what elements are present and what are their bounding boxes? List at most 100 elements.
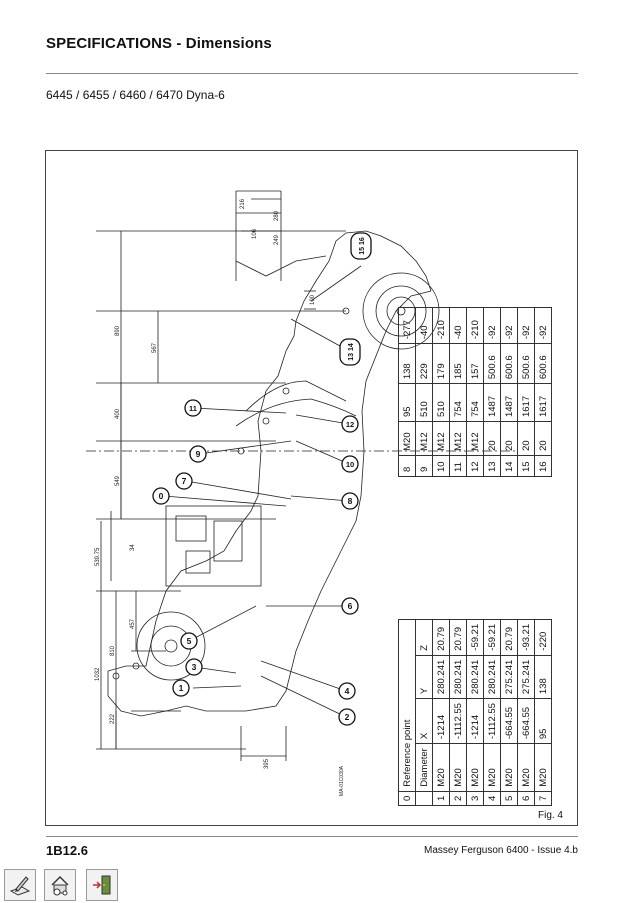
table-cell: M20 — [483, 743, 501, 792]
svg-text:4: 4 — [345, 686, 350, 696]
table-cell: 179 — [432, 343, 450, 384]
table-cell: 9 — [415, 455, 433, 477]
svg-text:9: 9 — [196, 449, 201, 459]
table-cell: 20 — [534, 421, 552, 456]
dim-457: 457 — [130, 618, 136, 629]
table-cell: Diameter — [415, 743, 433, 792]
table-cell: 20.79 — [432, 619, 450, 656]
table-cell: 500.6 — [483, 343, 501, 384]
dim-249: 249 — [274, 234, 280, 245]
table-cell: -277 — [398, 307, 416, 344]
table-cell: 138 — [398, 343, 416, 384]
table-cell: -210 — [432, 307, 450, 344]
tractor-dimension-drawing: 216 280 106 249 100 890 567 400 549 539.… — [86, 190, 516, 796]
home-tractor-icon — [51, 876, 69, 896]
dim-400: 400 — [115, 408, 121, 419]
callout-7: 7 — [175, 472, 193, 490]
table-cell: -1112.55 — [449, 698, 467, 744]
notepad-pencil-icon — [9, 876, 31, 896]
table-cell: 13 — [483, 455, 501, 477]
table-cell: 500.6 — [517, 343, 535, 384]
table-cell: X — [415, 698, 433, 744]
svg-text:5: 5 — [187, 636, 192, 646]
table-cell: M20 — [517, 743, 535, 792]
table-cell: 20 — [483, 421, 501, 456]
callout-8: 8 — [341, 492, 359, 510]
table-cell — [415, 791, 433, 806]
table-cell: 95 — [534, 698, 552, 744]
callout-5: 5 — [180, 632, 198, 650]
header-divider — [46, 73, 578, 74]
table-cell: 1617 — [517, 383, 535, 422]
table-cell: M12 — [415, 421, 433, 456]
dim-890: 890 — [115, 325, 121, 336]
svg-text:13 14: 13 14 — [348, 343, 355, 361]
table-cell: M20 — [432, 743, 450, 792]
table-cell: 12 — [466, 455, 484, 477]
table-cell: 2 — [449, 791, 467, 806]
svg-text:7: 7 — [182, 476, 187, 486]
callout-1: 1 — [172, 679, 190, 697]
table-cell: M12 — [449, 421, 467, 456]
exit-button[interactable] — [86, 869, 118, 901]
callout-6: 6 — [341, 597, 359, 615]
table-cell: 280.241 — [449, 655, 467, 699]
svg-text:6: 6 — [348, 601, 353, 611]
page-title: SPECIFICATIONS - Dimensions — [46, 35, 272, 52]
table-cell: 138 — [534, 655, 552, 699]
dim-280: 280 — [274, 210, 280, 221]
table-cell: 20 — [517, 421, 535, 456]
dim-106: 106 — [252, 228, 258, 239]
table-cell: -220 — [534, 619, 552, 656]
table-cell: 8 — [398, 455, 416, 477]
table-cell: 754 — [449, 383, 467, 422]
manual-source: Massey Ferguson 6400 - Issue 4.b — [424, 845, 578, 856]
callout-11: 11 — [184, 399, 202, 417]
notes-button[interactable] — [4, 869, 36, 901]
table-cell: 754 — [466, 383, 484, 422]
table-cell: 1617 — [534, 383, 552, 422]
table-cell: 7 — [534, 791, 552, 806]
table-cell: M20 — [466, 743, 484, 792]
table-cell: -59.21 — [483, 619, 501, 656]
callout-2: 2 — [338, 708, 356, 726]
callout-4: 4 — [338, 682, 356, 700]
home-button[interactable] — [44, 869, 76, 901]
table-cell: -59.21 — [466, 619, 484, 656]
table-cell: 16 — [534, 455, 552, 477]
table-cell: -1112.55 — [483, 698, 501, 744]
table-cell: 275.241 — [500, 655, 518, 699]
svg-text:0: 0 — [159, 491, 164, 501]
svg-text:15 16: 15 16 — [359, 237, 366, 255]
table-cell: M12 — [432, 421, 450, 456]
nav-toolbar — [0, 866, 638, 903]
table-cell: -1214 — [432, 698, 450, 744]
callout-9: 9 — [189, 445, 207, 463]
svg-text:2: 2 — [345, 712, 350, 722]
table-cell: 4 — [483, 791, 501, 806]
footer-divider — [46, 836, 578, 837]
dim-539-75: 539.75 — [95, 547, 101, 566]
table-cell: 510 — [415, 383, 433, 422]
table-cell: Y — [415, 655, 433, 699]
table-cell: 5 — [500, 791, 518, 806]
table-cell: 510 — [432, 383, 450, 422]
table-cell: M20 — [398, 421, 416, 456]
svg-text:10: 10 — [346, 460, 354, 469]
table-cell: M20 — [500, 743, 518, 792]
